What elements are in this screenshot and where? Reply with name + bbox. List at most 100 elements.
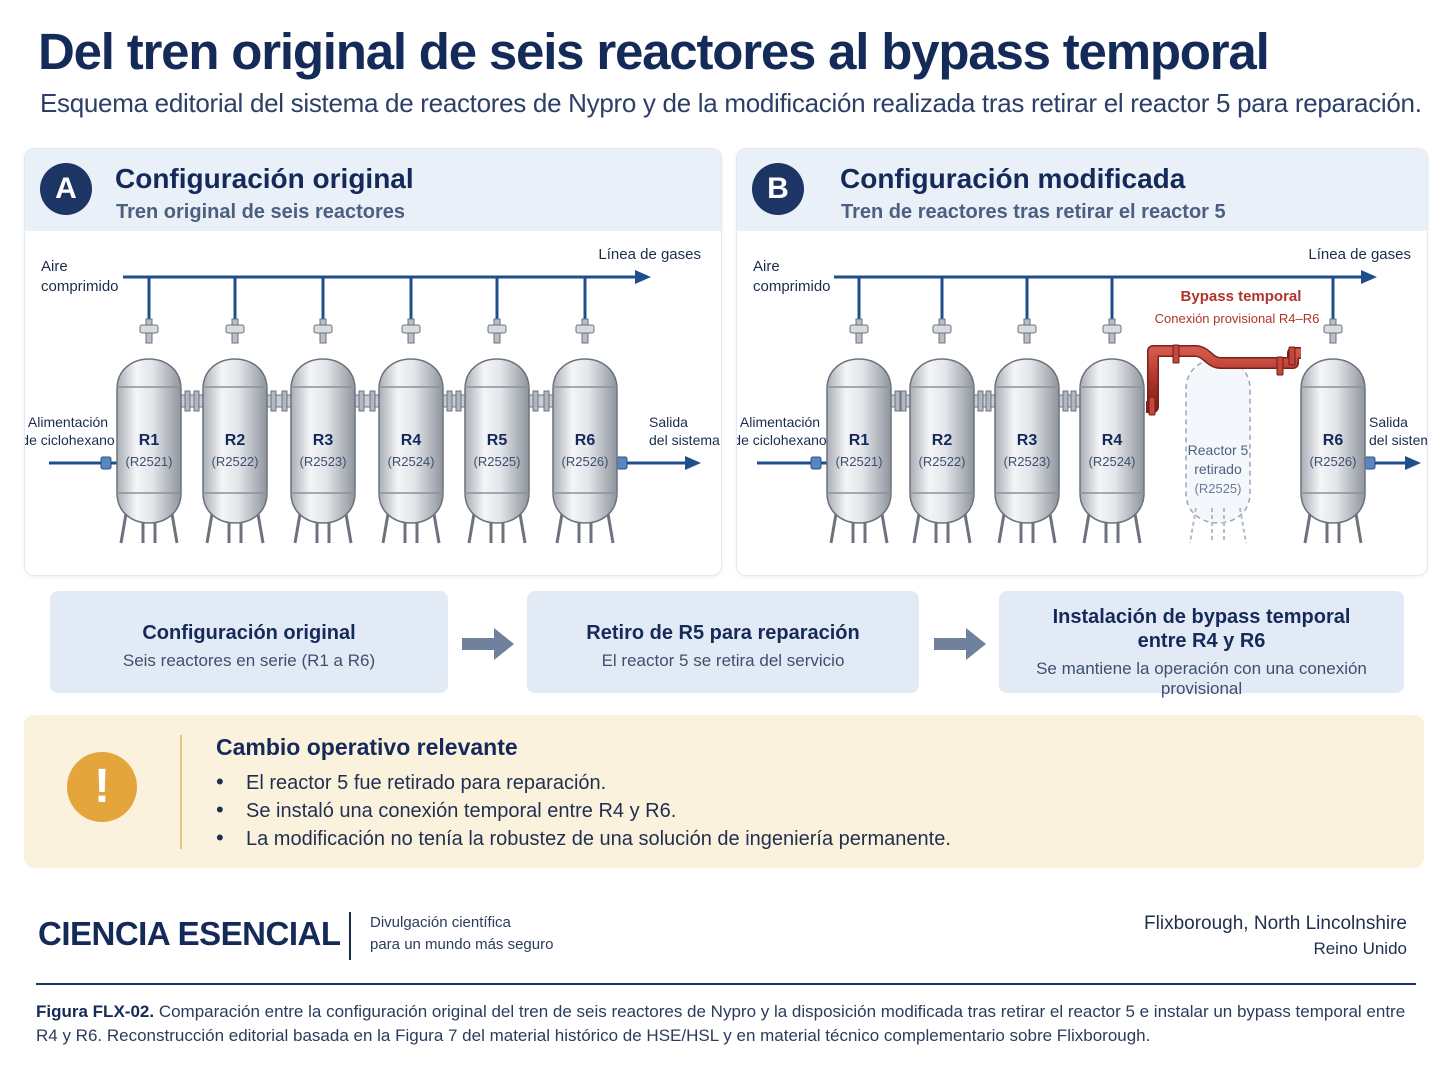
svg-text:R1: R1	[139, 432, 160, 449]
caption-text: Comparación entre la configuración origi…	[36, 1002, 1406, 1045]
svg-text:(R2526): (R2526)	[562, 454, 609, 469]
footer-rule	[36, 983, 1416, 985]
reactor-r1: R1 (R2521)	[116, 318, 182, 544]
panel-original: A Configuración original Tren original d…	[24, 148, 722, 576]
warning-title: Cambio operativo relevante	[216, 734, 518, 760]
step-bypass: Instalación de bypass temporal entre R4 …	[999, 591, 1404, 698]
reactor-r3: R3 (R2523)	[290, 318, 356, 544]
air-label: Aire	[41, 258, 68, 275]
outlet-label: del sistema	[649, 432, 720, 448]
svg-text:Reactor 5: Reactor 5	[1188, 442, 1249, 458]
feed-label: Alimentación	[740, 414, 820, 430]
panel-modified-header: B Configuración modificada Tren de react…	[737, 149, 1427, 231]
gas-line-label: Línea de gases	[598, 246, 701, 263]
badge-b: B	[752, 163, 804, 215]
svg-text:(R2525): (R2525)	[1195, 481, 1242, 496]
outlet-label: del sistema	[1369, 432, 1427, 448]
original-reactor-diagram: Aire comprimido Línea de gasesAlimentación…	[25, 246, 720, 544]
removed-reactor-5: Reactor 5 retirado (R2525)	[1185, 358, 1251, 544]
reactor-r2: R2 (R2522)	[202, 318, 268, 544]
svg-text:(R2524): (R2524)	[1089, 454, 1136, 469]
feed-label: de ciclohexano	[25, 432, 115, 448]
svg-text:(R2522): (R2522)	[919, 454, 966, 469]
bypass-pipe	[1146, 344, 1301, 416]
brand-tagline-line2: para un mundo más seguro	[370, 936, 554, 953]
step-removal: Retiro de R5 para reparación El reactor …	[527, 591, 919, 693]
gas-line-label: Línea de gases	[1308, 246, 1411, 263]
warning-icon: !	[67, 752, 137, 822]
outlet-pipe	[1364, 456, 1421, 470]
reactor-r1: R1 (R2521)	[826, 318, 892, 544]
location-line2: Reino Unido	[1313, 939, 1407, 958]
svg-text:R4: R4	[401, 432, 422, 449]
air-label: comprimido	[753, 278, 831, 295]
svg-text:R4: R4	[1102, 432, 1123, 449]
step-title: Instalación de bypass temporal entre R4 …	[1052, 606, 1351, 652]
warning-item: Se instaló una conexión temporal entre R…	[216, 796, 951, 824]
bypass-subtitle: Conexión provisional R4–R6	[1155, 311, 1320, 326]
gas-header-pipe	[834, 270, 1377, 284]
svg-text:R6: R6	[575, 432, 596, 449]
air-label: Aire	[753, 258, 780, 275]
brand-divider	[349, 912, 351, 960]
svg-text:(R2523): (R2523)	[1004, 454, 1051, 469]
reactor-r5: R5 (R2525)	[464, 318, 530, 544]
warning-list: El reactor 5 fue retirado para reparació…	[216, 768, 951, 852]
brand-tagline-line1: Divulgación científica	[370, 914, 511, 931]
step-title: Configuración original	[142, 622, 356, 644]
panel-original-title: Configuración original	[115, 163, 414, 194]
panel-modified-title: Configuración modificada	[840, 163, 1186, 194]
svg-text:(R2525): (R2525)	[474, 454, 521, 469]
feed-label: de ciclohexano	[737, 432, 827, 448]
reactor-r4: R4 (R2524)	[1079, 318, 1145, 544]
warning-item: La modificación no tenía la robustez de …	[216, 824, 951, 852]
step-arrow-icon	[462, 628, 514, 660]
svg-text:R5: R5	[487, 432, 508, 449]
reactor-r6: R6 (R2526)	[552, 318, 618, 544]
badge-a: A	[40, 163, 92, 215]
svg-text:(R2524): (R2524)	[388, 454, 435, 469]
svg-text:(R2526): (R2526)	[1310, 454, 1357, 469]
panel-modified-subtitle: Tren de reactores tras retirar el reacto…	[841, 201, 1226, 223]
step-title: Retiro de R5 para reparación	[586, 622, 860, 644]
step-desc: El reactor 5 se retira del servicio	[601, 651, 845, 670]
location-line1: Flixborough, North Lincolnshire	[1144, 913, 1407, 934]
outlet-label: Salida	[1369, 414, 1408, 430]
reactor-r6: R6(R2526)	[1300, 318, 1366, 544]
svg-text:(R2522): (R2522)	[212, 454, 259, 469]
svg-text:R1: R1	[849, 432, 870, 449]
page-title: Del tren original de seis reactores al b…	[38, 23, 1270, 80]
warning-item: El reactor 5 fue retirado para reparació…	[216, 768, 951, 796]
step-desc: Se mantiene la operación con una conexió…	[1036, 659, 1367, 698]
svg-text:R3: R3	[313, 432, 334, 449]
reactor-r4: R4 (R2524)	[378, 318, 444, 544]
svg-text:(R2521): (R2521)	[126, 454, 173, 469]
bypass-title: Bypass temporal	[1181, 288, 1302, 305]
page-subtitle: Esquema editorial del sistema de reactor…	[40, 88, 1422, 118]
svg-text:retirado: retirado	[1194, 461, 1242, 477]
reactor-r3: R3 (R2523)	[994, 318, 1060, 544]
figure-caption: Figura FLX-02. Comparación entre la conf…	[36, 1000, 1416, 1048]
feed-pipe	[49, 456, 117, 470]
svg-text:(R2523): (R2523)	[300, 454, 347, 469]
reactor-r2: R2 (R2522)	[909, 318, 975, 544]
panel-original-header: A Configuración original Tren original d…	[25, 149, 721, 231]
outlet-pipe	[616, 456, 701, 470]
svg-text:R2: R2	[225, 432, 246, 449]
air-label: comprimido	[41, 278, 119, 295]
gas-header-pipe	[123, 270, 651, 284]
outlet-label: Salida	[649, 414, 688, 430]
caption-label: Figura FLX-02.	[36, 1002, 155, 1021]
warning-divider	[180, 735, 182, 849]
feed-label: Alimentación	[28, 414, 108, 430]
svg-text:R2: R2	[932, 432, 953, 449]
svg-text:R3: R3	[1017, 432, 1038, 449]
svg-text:(R2521): (R2521)	[836, 454, 883, 469]
panel-original-subtitle: Tren original de seis reactores	[116, 201, 406, 223]
step-desc: Seis reactores en serie (R1 a R6)	[122, 651, 376, 670]
brand-logo: CIENCIA ESENCIAL	[38, 915, 341, 952]
panel-modified: B Configuración modificada Tren de react…	[736, 148, 1428, 576]
feed-pipe	[757, 456, 827, 470]
modified-reactor-diagram: Aire comprimido Línea de gasesAlimentación…	[737, 246, 1427, 544]
step-original: Configuración original Seis reactores en…	[50, 591, 448, 693]
